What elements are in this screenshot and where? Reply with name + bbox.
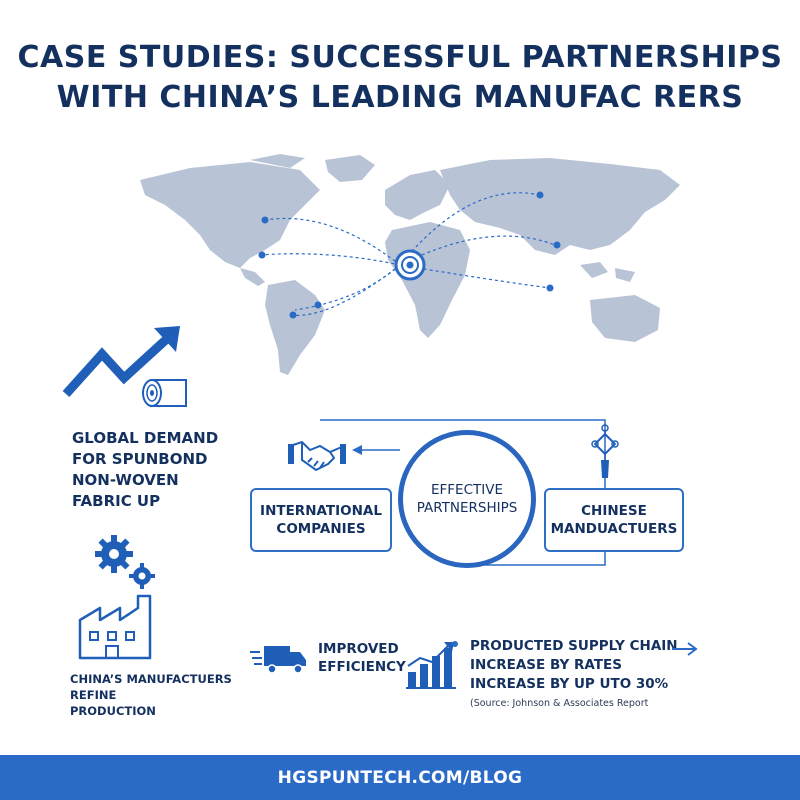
demand-text: GLOBAL DEMAND FOR SPUNBOND NON-WOVEN FAB…	[72, 428, 252, 512]
trend-arrow-icon	[62, 326, 180, 398]
demand-line-3: NON-WOVEN	[72, 471, 179, 489]
chinese-manufacturers-box: CHINESE MANDUACTUERS	[544, 488, 684, 552]
efficiency-line-2: EFFICIENCY	[318, 659, 406, 675]
supply-line-1: PRODUCTED SUPPLY CHAIN	[470, 638, 678, 654]
footer-bar: HGSPUNTECH.COM/BLOG	[0, 755, 800, 800]
footer-url[interactable]: HGSPUNTECH.COM/BLOG	[277, 767, 523, 788]
supply-line-2: INCREASE BY RATES	[470, 657, 622, 673]
international-companies-box: INTERNATIONAL COMPANIES	[250, 488, 392, 552]
demand-line-4: FABRIC UP	[72, 492, 161, 510]
supply-line-3: INCREASE BY UP UTO 30%	[470, 676, 669, 692]
efficiency-line-1: IMPROVED	[318, 641, 399, 657]
production-line-1: CHINA’S MANUFACTUERS REFINE	[70, 672, 232, 702]
source-note: (Source: Johnson & Associates Report	[470, 698, 649, 709]
international-line-1: INTERNATIONAL	[260, 503, 382, 519]
bullet-dot-icon	[452, 641, 458, 647]
truck-icon	[250, 646, 306, 674]
title-line-2: WITH CHINA’S LEADING MANUFAC RERS	[56, 80, 744, 115]
arrow-right-icon	[672, 642, 698, 656]
factory-icon	[78, 594, 152, 660]
handshake-icon	[288, 440, 346, 472]
center-line-2: PARTNERSHIPS	[416, 500, 518, 516]
chinese-line-2: MANDUACTUERS	[550, 521, 678, 537]
title-line-1: CASE STUDIES: SUCCESSFUL PARTNERSHIPS	[17, 40, 783, 75]
gears-icon	[95, 535, 155, 589]
demand-line-2: FOR SPUNBOND	[72, 450, 208, 468]
production-text: CHINA’S MANUFACTUERS REFINE PRODUCTION	[70, 671, 270, 719]
fabric-roll-icon	[142, 379, 187, 407]
production-line-2: PRODUCTION	[70, 704, 156, 718]
world-map	[140, 154, 680, 375]
bar-chart-icon	[406, 642, 456, 689]
chinese-line-1: CHINESE	[581, 503, 647, 519]
efficiency-text: IMPROVED EFFICIENCY	[318, 640, 438, 676]
effective-partnerships-circle: EFFECTIVE PARTNERSHIPS	[398, 430, 536, 568]
international-line-2: COMPANIES	[276, 521, 366, 537]
demand-line-1: GLOBAL DEMAND	[72, 429, 219, 447]
page-title: CASE STUDIES: SUCCESSFUL PARTNERSHIPS WI…	[0, 38, 800, 118]
supply-chain-text: PRODUCTED SUPPLY CHAIN INCREASE BY RATES…	[470, 637, 710, 694]
chinese-knot-icon	[591, 424, 619, 478]
center-line-1: EFFECTIVE	[430, 482, 503, 498]
